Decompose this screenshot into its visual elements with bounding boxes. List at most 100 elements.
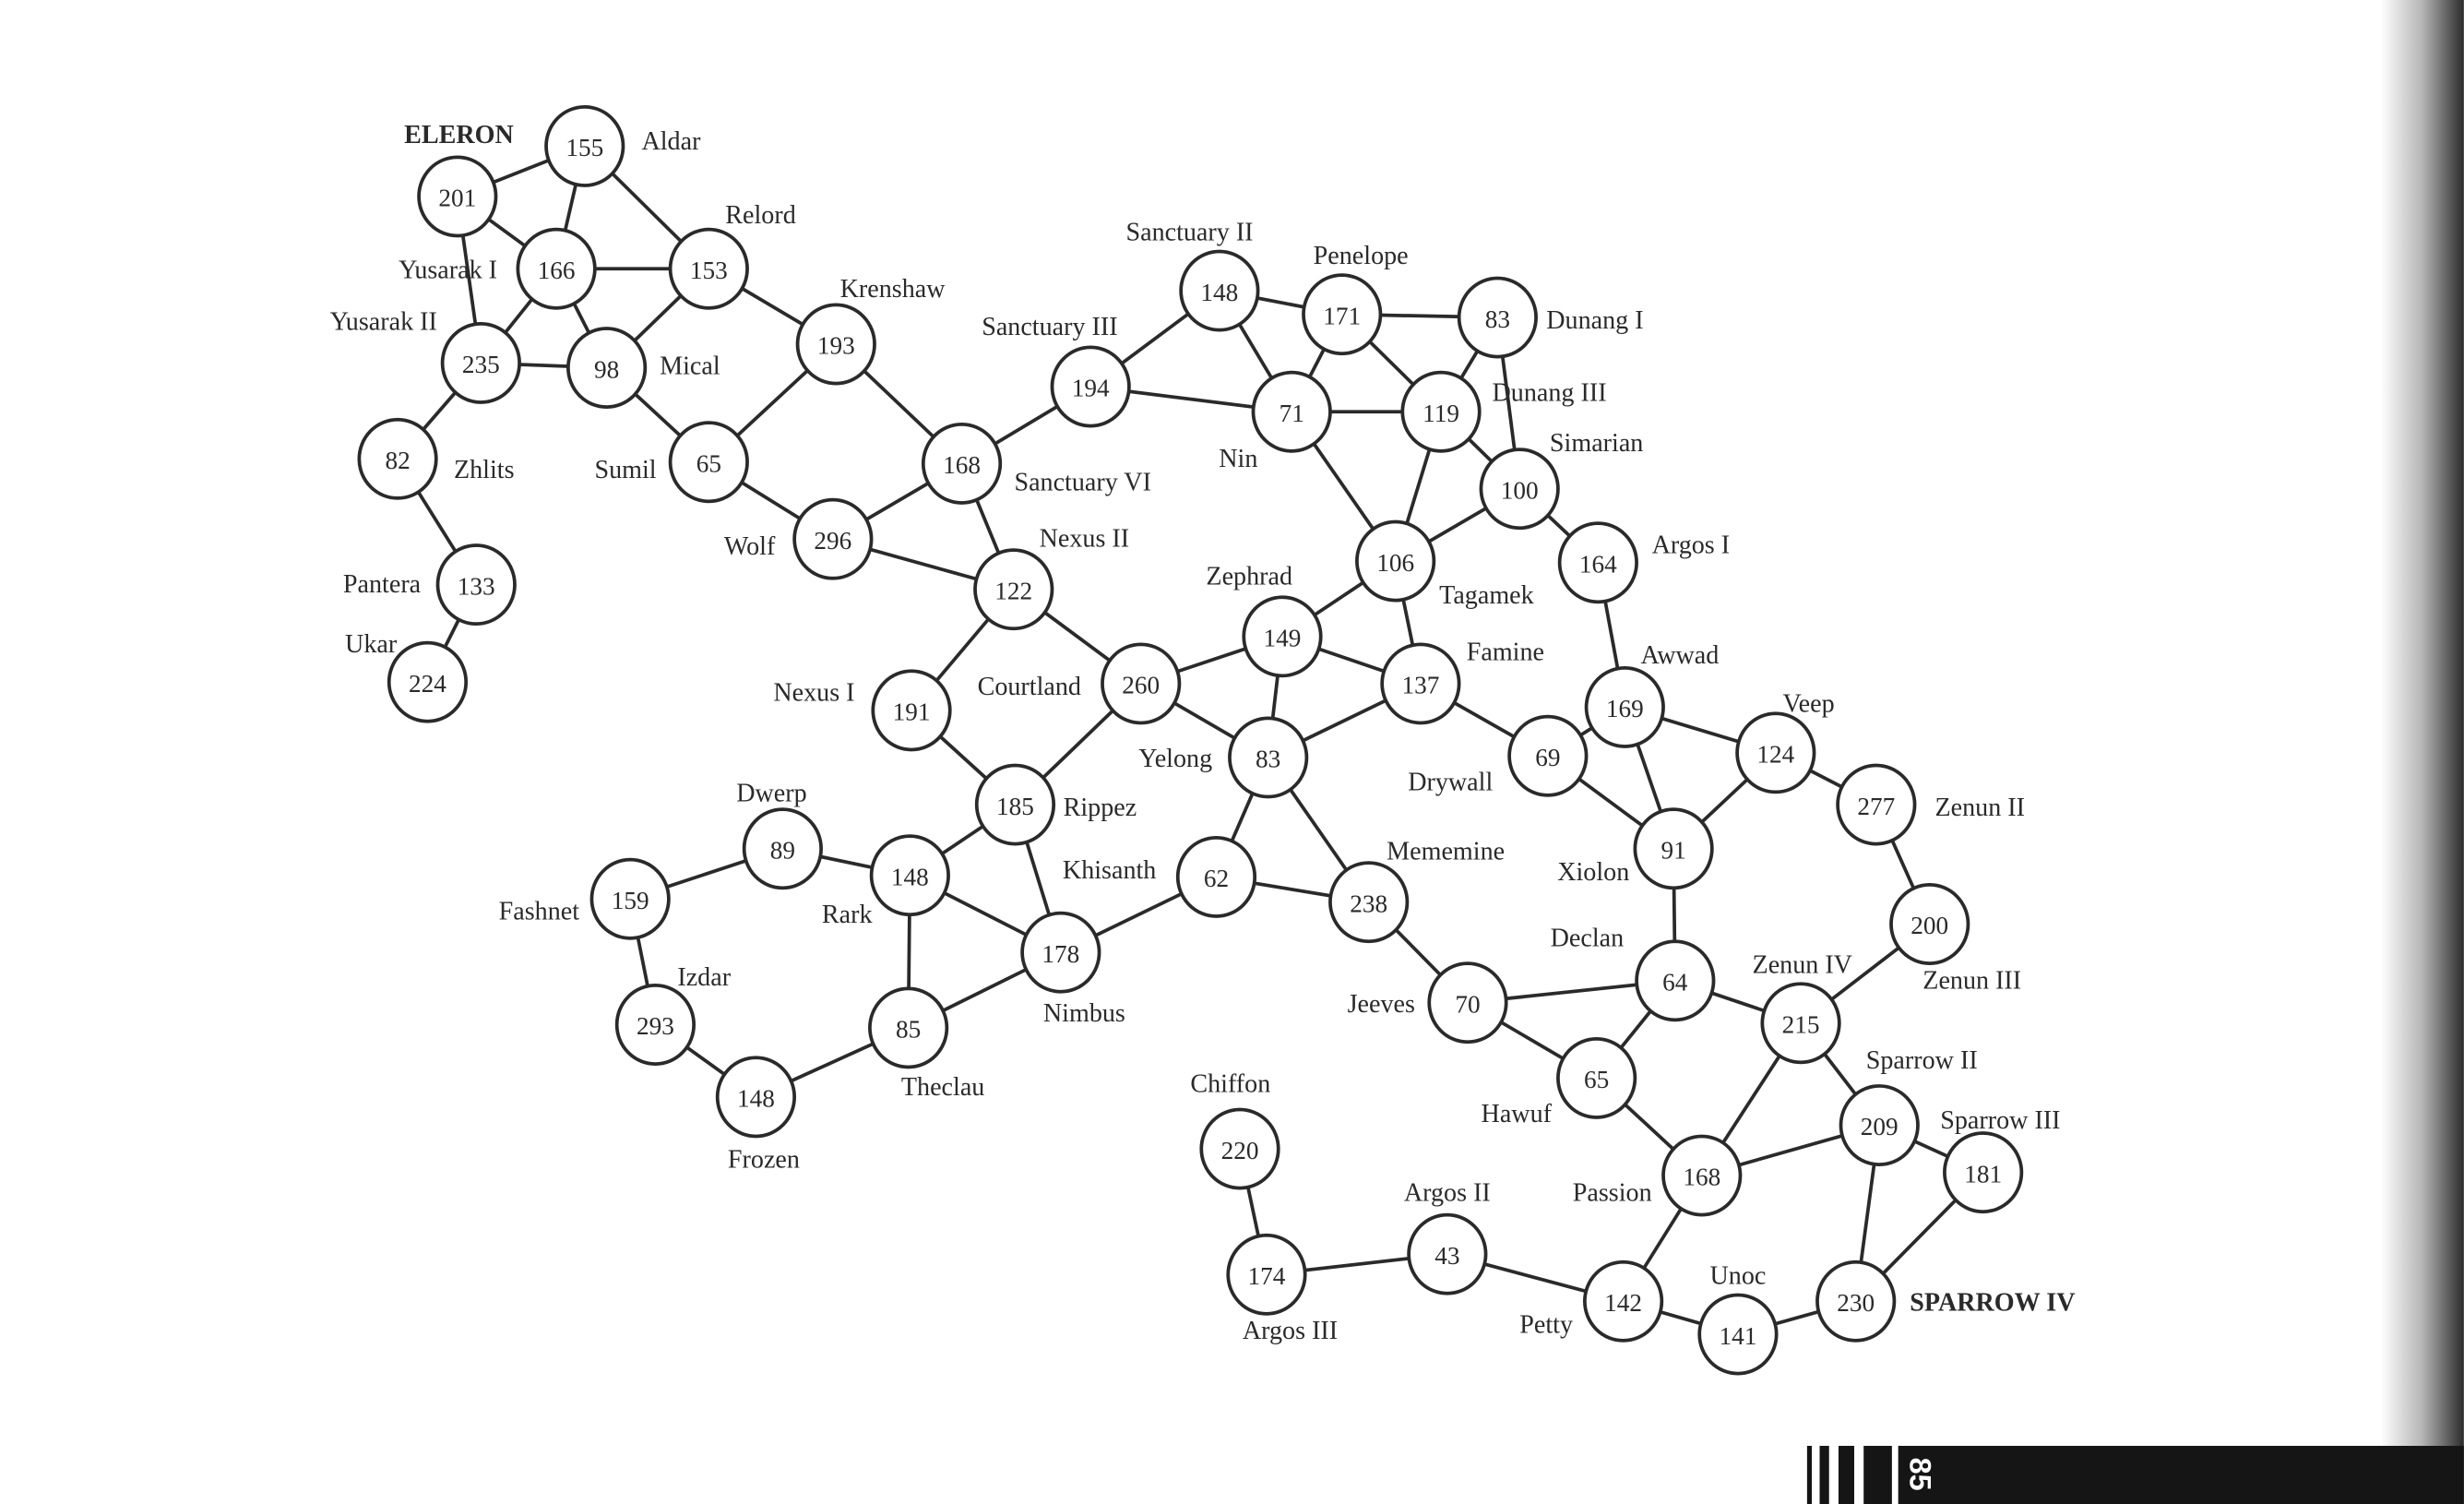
node-circle[interactable] (792, 497, 874, 580)
node-circle[interactable] (566, 327, 648, 410)
node-circle[interactable] (387, 640, 469, 723)
node-circle[interactable] (589, 857, 671, 940)
node-circle[interactable] (1661, 1134, 1743, 1217)
node-circle[interactable] (1556, 1036, 1637, 1119)
node-circle[interactable] (1179, 249, 1260, 332)
node-circle[interactable] (668, 421, 749, 504)
node-circle[interactable] (1633, 807, 1714, 890)
node-circle[interactable] (871, 669, 952, 752)
node-circle[interactable] (1943, 1131, 2024, 1214)
node-circle[interactable] (1479, 448, 1560, 531)
node-circle[interactable] (1697, 1293, 1779, 1376)
node-circle[interactable] (1226, 1233, 1307, 1316)
node-circle[interactable] (435, 543, 517, 627)
node-circle[interactable] (1251, 370, 1332, 453)
node-circle[interactable] (921, 423, 1003, 505)
node-circle[interactable] (544, 104, 625, 187)
node-circle[interactable] (868, 986, 949, 1069)
node-circle[interactable] (869, 834, 950, 917)
node-circle[interactable] (1302, 273, 1383, 356)
node-circle[interactable] (1457, 276, 1538, 359)
node-circle[interactable] (1101, 642, 1182, 725)
node-circle[interactable] (1760, 982, 1841, 1065)
node-circle[interactable] (742, 807, 823, 890)
node-circle[interactable] (1228, 716, 1309, 799)
node-circle[interactable] (1507, 714, 1589, 797)
node-circle[interactable] (715, 1056, 797, 1139)
node-circle[interactable] (1175, 835, 1257, 918)
node-circle[interactable] (1380, 642, 1461, 725)
node-circle[interactable] (1020, 911, 1101, 994)
node-circle[interactable] (974, 763, 1056, 846)
node-circle[interactable] (1400, 370, 1482, 453)
node-circle[interactable] (1839, 1084, 1920, 1166)
node-circle[interactable] (1583, 1259, 1664, 1343)
node-circle[interactable] (1836, 763, 1917, 846)
node-circle[interactable] (1427, 961, 1508, 1044)
node-circle[interactable] (614, 984, 696, 1066)
node-circle[interactable] (1242, 595, 1323, 678)
node-circle[interactable] (1735, 711, 1816, 794)
node-circle[interactable] (973, 548, 1054, 631)
node-circle[interactable] (1355, 519, 1436, 603)
node-circle[interactable] (795, 303, 876, 386)
node-circle[interactable] (1328, 861, 1410, 944)
node-circle[interactable] (440, 321, 521, 404)
node-circle[interactable] (1050, 345, 1131, 428)
node-circle[interactable] (1407, 1212, 1488, 1295)
node-circle[interactable] (357, 417, 438, 500)
